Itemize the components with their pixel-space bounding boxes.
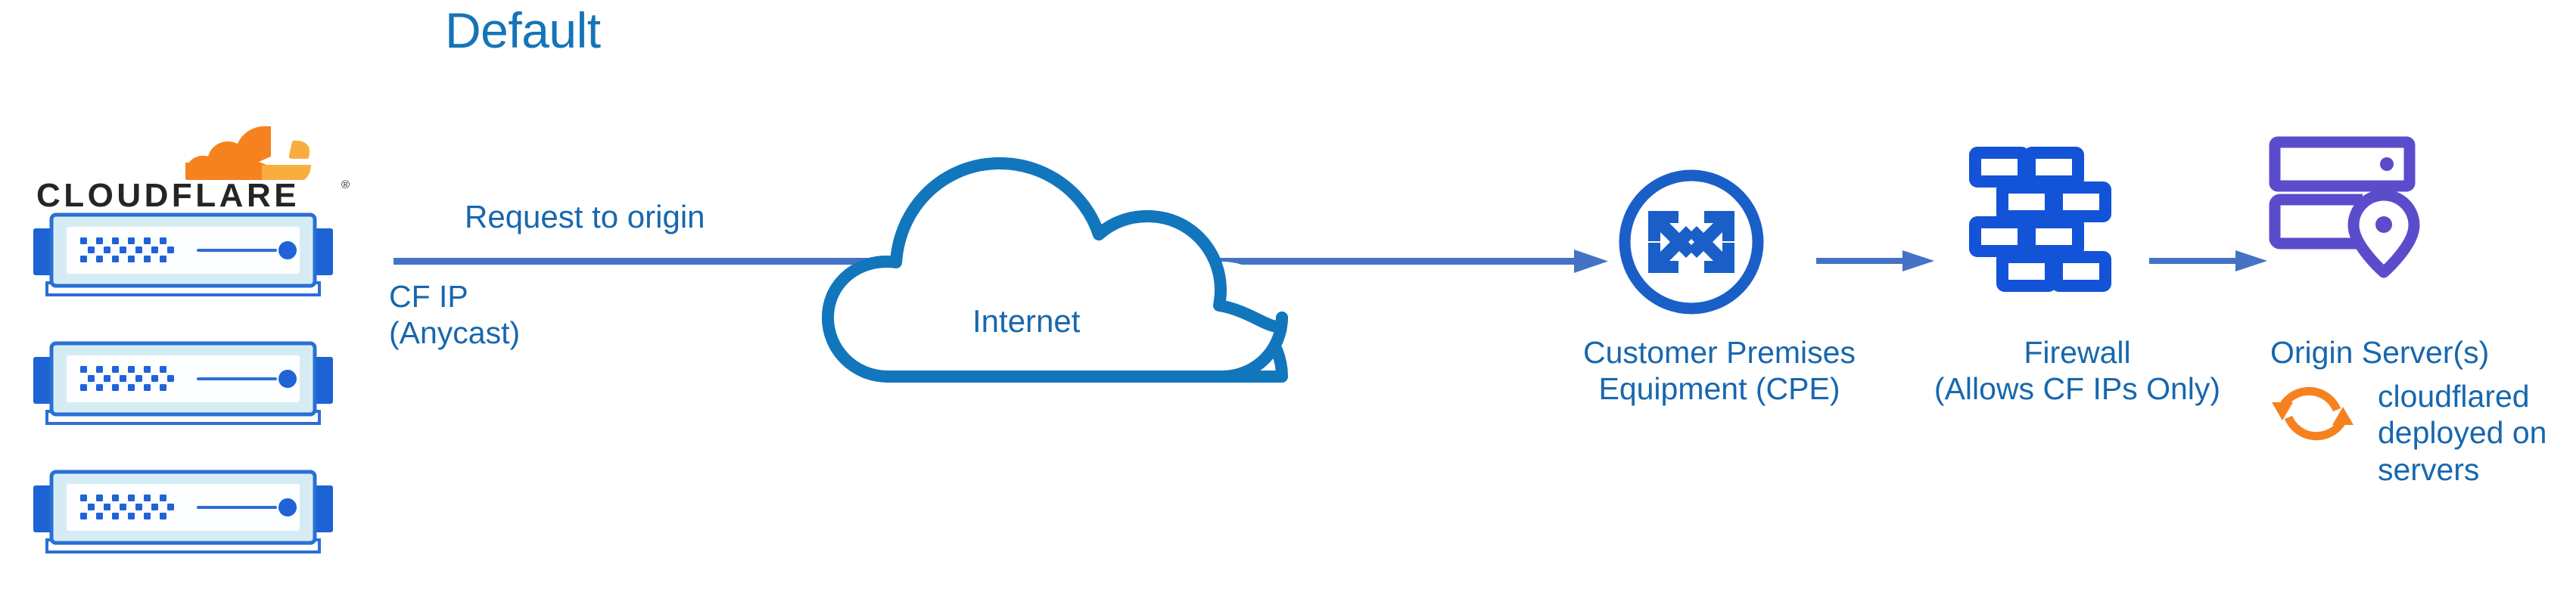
internet-label: Internet [972, 303, 1081, 339]
firewall-label: Firewall (Allows CF IPs Only) [1934, 335, 2221, 407]
cloudflared-deployed-label: cloudflared deployed on servers [2378, 379, 2547, 487]
cpe-label: Customer Premises Equipment (CPE) [1583, 335, 1856, 407]
edge-server-icon-1 [17, 210, 350, 297]
cpe-to-firewall-arrow [1816, 246, 1937, 276]
server-rack-location-pin-icon [2266, 135, 2425, 282]
edge-server-icon-3 [17, 467, 350, 554]
brick-wall-icon [1962, 144, 2113, 308]
page-title: Default [445, 2, 601, 58]
origin-server-label: Origin Server(s) [2270, 335, 2490, 370]
request-to-origin-label: Request to origin [465, 199, 705, 234]
firewall-to-origin-arrow [2149, 246, 2270, 276]
cloudflare-cloud-icon [185, 126, 311, 180]
cloudflare-wordmark: CLOUDFLARE [36, 177, 300, 214]
registered-trademark-mark: ® [341, 178, 350, 191]
cf-ip-anycast-label: CF IP (Anycast) [389, 279, 521, 351]
cloud-icon [819, 113, 1300, 386]
edge-server-icon-2 [17, 339, 350, 426]
cloudflare-logo: CLOUDFLARE ® [36, 110, 354, 216]
sync-refresh-icon [2267, 372, 2358, 459]
router-icon [1616, 166, 1767, 321]
